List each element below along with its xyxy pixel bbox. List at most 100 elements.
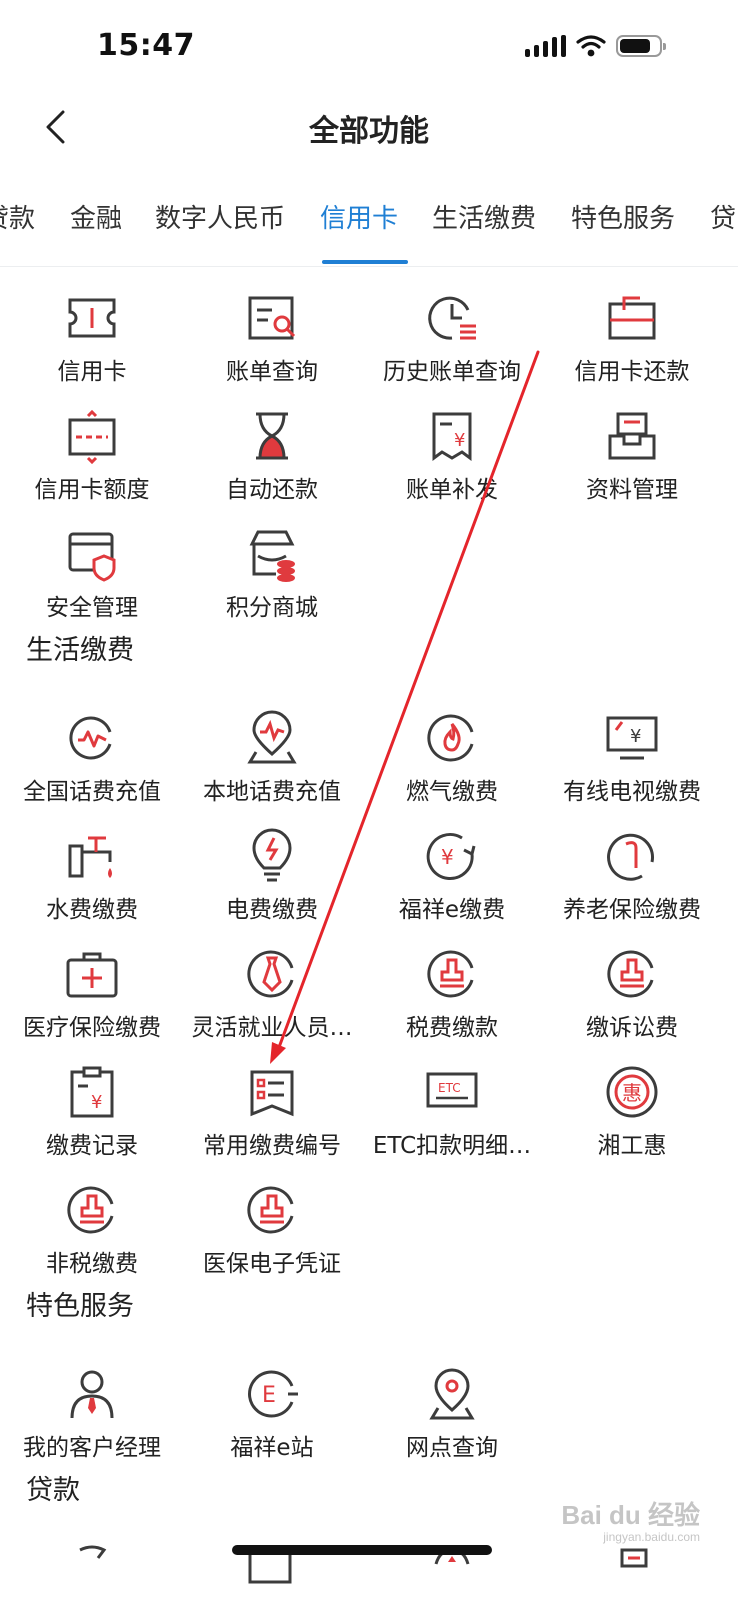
grid-item-national-phone-recharge[interactable]: 全国话费充值 bbox=[0, 690, 184, 808]
stamp-icon bbox=[67, 1186, 114, 1234]
ticket-icon bbox=[68, 298, 116, 338]
grid-item-outlet-query[interactable]: 网点查询 bbox=[360, 1346, 544, 1464]
grid-item-fuxiang-e-station[interactable]: E 福祥e站 bbox=[180, 1346, 364, 1464]
grid-item-water-payment[interactable]: 水费缴费 bbox=[0, 808, 184, 926]
faucet-icon bbox=[68, 836, 112, 878]
clipboard-yen-icon: ¥ bbox=[70, 1066, 114, 1118]
grid-item-common-payment-number[interactable]: 常用缴费编号 bbox=[180, 1044, 364, 1162]
tab-finance[interactable]: 金融 bbox=[70, 204, 123, 234]
grid-item-local-phone-recharge[interactable]: 本地话费充值 bbox=[180, 690, 364, 808]
page-title: 全部功能 bbox=[309, 114, 429, 149]
grid-item-label: 燃气缴费 bbox=[406, 779, 498, 805]
map-pin-icon bbox=[429, 1368, 475, 1420]
grid-item-flexible-employment[interactable]: 灵活就业人员… bbox=[180, 926, 364, 1044]
partial-card-icon bbox=[248, 1550, 292, 1584]
tab-credit-card[interactable]: 信用卡 bbox=[320, 204, 399, 234]
section-title-loan: 贷款 bbox=[26, 1475, 80, 1506]
grid-item-tax-payment[interactable]: 税费缴款 bbox=[360, 926, 544, 1044]
svg-text:惠: 惠 bbox=[622, 1081, 642, 1105]
grid-item-etc-deduction[interactable]: ETC ETC扣款明细… bbox=[360, 1044, 544, 1162]
grid-item-bill-reissue[interactable]: ¥ 账单补发 bbox=[360, 388, 544, 506]
category-tabs: 贷款 金融 数字人民币 信用卡 生活缴费 特色服务 贷 bbox=[0, 172, 738, 267]
grid-item-label: 水费缴费 bbox=[46, 897, 138, 923]
stamp-icon bbox=[607, 950, 654, 998]
grid-item-label: 福祥e站 bbox=[230, 1435, 314, 1461]
grid-item-xiang-gong-hui[interactable]: 惠 湘工惠 bbox=[540, 1044, 724, 1162]
grid-item-label: ETC扣款明细… bbox=[372, 1133, 532, 1159]
shop-coins-icon bbox=[249, 530, 295, 582]
grid-item-label: 灵活就业人员… bbox=[191, 1015, 353, 1041]
card-limit-icon bbox=[68, 409, 116, 464]
history-clock-icon bbox=[428, 296, 476, 340]
svg-text:¥: ¥ bbox=[91, 1092, 102, 1113]
tv-yen-icon: ¥ bbox=[606, 716, 658, 760]
grid-item-label: 信用卡额度 bbox=[34, 477, 150, 503]
grid-item-medical-insurance[interactable]: 医疗保险缴费 bbox=[0, 926, 184, 1044]
grid-item-cable-tv-payment[interactable]: ¥ 有线电视缴费 bbox=[540, 690, 724, 808]
grid-item-card-repay[interactable]: 信用卡还款 bbox=[540, 270, 724, 388]
stamp-icon bbox=[247, 1186, 294, 1234]
status-bar: 15:47 bbox=[0, 0, 738, 96]
lightbulb-icon bbox=[252, 828, 292, 882]
grid-item-fuxiang-e-payment[interactable]: ¥ 福祥e缴费 bbox=[360, 808, 544, 926]
grid-item-label: 缴费记录 bbox=[46, 1133, 138, 1159]
grid-item-my-account-manager[interactable]: 我的客户经理 bbox=[0, 1346, 184, 1464]
receipt-yen-icon: ¥ bbox=[432, 412, 472, 461]
tab-special-service[interactable]: 特色服务 bbox=[571, 204, 676, 234]
grid-item-bill-query[interactable]: 账单查询 bbox=[180, 270, 364, 388]
grid-item-litigation-fee[interactable]: 缴诉讼费 bbox=[540, 926, 724, 1044]
grid-item-non-tax-payment[interactable]: 非税缴费 bbox=[0, 1162, 184, 1280]
grid-item-label: 全国话费充值 bbox=[23, 779, 161, 805]
tab-loan-cut[interactable]: 贷 bbox=[710, 204, 737, 234]
svg-text:E: E bbox=[262, 1383, 276, 1408]
battery-icon bbox=[616, 35, 666, 57]
grid-item-history-bill[interactable]: 历史账单查询 bbox=[360, 270, 544, 388]
cane-icon bbox=[607, 833, 655, 881]
partial-tray-icon bbox=[620, 1548, 648, 1568]
inbox-tray-icon bbox=[608, 412, 656, 460]
stamp-icon bbox=[427, 950, 474, 998]
tab-loan[interactable]: 贷款 bbox=[0, 204, 36, 234]
grid-item-card-limit[interactable]: 信用卡额度 bbox=[0, 388, 184, 506]
tab-life-payment[interactable]: 生活缴费 bbox=[432, 204, 537, 234]
grid-item-points-mall[interactable]: 积分商城 bbox=[180, 506, 364, 624]
back-button[interactable] bbox=[30, 102, 80, 152]
grid-item-pension-insurance[interactable]: 养老保险缴费 bbox=[540, 808, 724, 926]
grid-item-gas-payment[interactable]: 燃气缴费 bbox=[360, 690, 544, 808]
nav-bar: 全部功能 bbox=[0, 96, 738, 162]
grid-item-label: 积分商城 bbox=[226, 595, 318, 621]
flame-icon bbox=[427, 714, 474, 762]
grid-item-label: 医保电子凭证 bbox=[203, 1251, 341, 1277]
grid-item-auto-repay[interactable]: 自动还款 bbox=[180, 388, 364, 506]
grid-item-label: 湘工惠 bbox=[597, 1133, 667, 1159]
grid-item-payment-records[interactable]: ¥ 缴费记录 bbox=[0, 1044, 184, 1162]
grid-item-label: 养老保险缴费 bbox=[563, 897, 701, 923]
grid-item-profile-manage[interactable]: 资料管理 bbox=[540, 388, 724, 506]
section-title-special-service: 特色服务 bbox=[26, 1291, 134, 1322]
grid-item-medical-e-voucher[interactable]: 医保电子凭证 bbox=[180, 1162, 364, 1280]
grid-item-security-manage[interactable]: 安全管理 bbox=[0, 506, 184, 624]
phone-pulse-icon bbox=[69, 716, 112, 760]
hui-badge-icon: 惠 bbox=[606, 1066, 658, 1118]
grid-item-label: 福祥e缴费 bbox=[398, 897, 506, 923]
tie-icon bbox=[247, 950, 294, 998]
watermark-url: jingyan.baidu.com bbox=[603, 1530, 700, 1544]
grid-item-label: 网点查询 bbox=[406, 1435, 498, 1461]
grid-item-electricity-payment[interactable]: 电费缴费 bbox=[180, 808, 364, 926]
grid-item-label: 本地话费充值 bbox=[203, 779, 341, 805]
grid-item-label: 我的客户经理 bbox=[23, 1435, 161, 1461]
svg-text:¥: ¥ bbox=[454, 430, 465, 451]
grid-item-label: 有线电视缴费 bbox=[563, 779, 701, 805]
status-icons bbox=[525, 34, 666, 58]
grid-item-label: 账单查询 bbox=[226, 359, 318, 385]
svg-text:¥: ¥ bbox=[441, 845, 454, 869]
grid-item-label: 安全管理 bbox=[46, 595, 138, 621]
svg-text:¥: ¥ bbox=[630, 726, 641, 747]
wifi-icon bbox=[576, 35, 606, 57]
list-bookmark-icon bbox=[250, 1070, 294, 1117]
grid-item-label: 信用卡还款 bbox=[574, 359, 690, 385]
chevron-left-icon bbox=[46, 110, 65, 144]
grid-item-credit-card[interactable]: 信用卡 bbox=[0, 270, 184, 388]
grid-item-label: 自动还款 bbox=[226, 477, 318, 503]
tab-digital-rmb[interactable]: 数字人民币 bbox=[155, 204, 286, 234]
